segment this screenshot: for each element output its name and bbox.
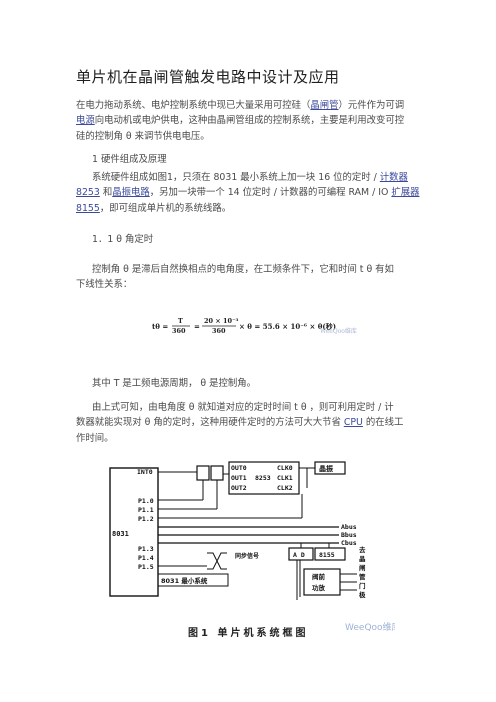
sync-label: 同步信号 xyxy=(235,552,259,560)
port-p1-2: P1.2 xyxy=(138,515,154,523)
or-gate-1 xyxy=(196,465,210,481)
control-line-2: 下线性关系： xyxy=(76,279,133,291)
min-system-frame xyxy=(157,573,229,587)
out1-label: OUT1 xyxy=(231,474,247,482)
section-heading-1: 1 硬件组成及原理 xyxy=(92,154,167,165)
hardware-line-3: 8155，即可组成单片机的系统线路。 xyxy=(76,202,232,214)
chip-8155-block xyxy=(314,547,346,561)
article-title: 单片机在晶闸管触发电路中设计及应用 xyxy=(76,68,340,86)
port-p1-4: P1.4 xyxy=(138,554,154,562)
sync-waveform-icon xyxy=(207,552,227,570)
diagram-watermark: WeeQoo维库 xyxy=(345,621,395,633)
where-line: 其中 T 是工频电源周期， θ 是控制角。 xyxy=(92,378,257,389)
control-line-1: 控制角 θ 是滞后自然换相点的电角度，在工频条件下，它和时间 t θ 有如 xyxy=(92,264,394,275)
hardware-line-1: 系统硬件组成如图1，只须在 8031 最小系统上加一块 16 位的定时 / 计数… xyxy=(92,172,408,183)
output-label-char-3: 闸 xyxy=(359,563,366,572)
bbus-label: Bbus xyxy=(341,531,357,539)
link-expander[interactable]: 扩展器 xyxy=(391,187,420,199)
amp-label-1: 阀前 xyxy=(312,572,326,581)
formula-frac1-num: T xyxy=(178,317,183,325)
out2-label: OUT2 xyxy=(231,484,247,492)
formula-frac1-den: 360 xyxy=(172,327,186,335)
ad-label: A D xyxy=(293,551,305,559)
formula-frac2-num: 20 × 10⁻³ xyxy=(204,317,238,325)
link-cpu[interactable]: CPU xyxy=(343,417,363,429)
intro-line-1: 在电力拖动系统、电炉控制系统中现已大量采用可控硅（晶闸管）元件作为可调 xyxy=(76,100,405,111)
output-label-char-4: 管 xyxy=(359,572,366,581)
port-p1-3: P1.3 xyxy=(138,545,154,553)
formula-equals: = xyxy=(194,322,200,331)
formula-watermark: WeeQoo维库 xyxy=(320,327,357,335)
output-label-char-5: 门 xyxy=(359,581,366,590)
conclusion-paragraph: 由上式可知，由电角度 θ 就知道对应的定时时间 t θ ，则可利用定时 / 计 … xyxy=(76,400,424,446)
output-label-group: 去 晶 闸 管 门 极 xyxy=(359,545,366,599)
conclusion-line-2: 数器就能实现对 θ 角的定时，这种用硬件定时的方法可大大节省 CPU 的在线工 xyxy=(76,417,404,429)
timing-formula: tθ = T 360 = 20 × 10⁻³ 360 × θ = 55.6 × … xyxy=(152,317,362,335)
section-heading-1-1: 1．1 θ 角定时 xyxy=(92,234,154,245)
chip-8155-label: 8155 xyxy=(319,551,335,559)
hardware-paragraph: 系统硬件组成如图1，只须在 8031 最小系统上加一块 16 位的定时 / 计数… xyxy=(76,170,424,216)
port-p1-0: P1.0 xyxy=(138,497,154,505)
control-angle-paragraph: 控制角 θ 是滞后自然换相点的电角度，在工频条件下，它和时间 t θ 有如 下线… xyxy=(76,262,424,293)
clk0-label: CLK0 xyxy=(277,464,293,472)
system-block-diagram: 8031 INT0 P1.0 P1.1 P1.2 P1.3 P1.4 P1.5 … xyxy=(107,458,401,638)
amp-label-2: 功放 xyxy=(312,583,326,592)
intro-line-3: 硅的控制角 θ 来调节供电电压。 xyxy=(76,130,210,142)
intro-paragraph: 在电力拖动系统、电炉控制系统中现已大量采用可控硅（晶闸管）元件作为可调 电源向电… xyxy=(76,98,424,144)
link-thyristor[interactable]: 晶闸管 xyxy=(310,100,339,111)
conclusion-line-1: 由上式可知，由电角度 θ 就知道对应的定时时间 t θ ，则可利用定时 / 计 xyxy=(92,402,394,413)
conclusion-line-3: 作时间。 xyxy=(76,432,114,444)
int0-label: INT0 xyxy=(137,468,153,476)
output-label-char-2: 晶 xyxy=(359,554,366,563)
or-gate-2 xyxy=(210,465,224,481)
link-power-supply[interactable]: 电源 xyxy=(76,115,95,127)
figure-caption: 图1 单片机系统框图 xyxy=(188,628,309,639)
cpu-8031-block xyxy=(109,467,159,597)
clk2-label: CLK2 xyxy=(277,484,293,492)
chip-8253-label: 8253 xyxy=(255,474,271,482)
port-p1-5: P1.5 xyxy=(138,563,154,571)
link-counter[interactable]: 计数器 xyxy=(379,172,408,183)
clk1-label: CLK1 xyxy=(277,474,293,482)
link-8155[interactable]: 8155 xyxy=(76,202,100,214)
formula-rhs: × θ = 55.6 × 10⁻⁶ × θ(秒) xyxy=(239,322,336,331)
formula-graphic: tθ = T 360 = 20 × 10⁻³ 360 × θ = 55.6 × … xyxy=(152,317,357,335)
link-8253[interactable]: 8253 xyxy=(76,187,100,199)
output-label-char-6: 极 xyxy=(359,590,366,599)
formula-lhs: tθ = xyxy=(152,322,168,331)
chip-8253-block xyxy=(228,461,300,495)
formula-frac2-den: 360 xyxy=(212,327,226,335)
hardware-line-2: 8253 和晶振电路，另加一块带一个 14 位定时 / 计数器的可编程 RAM … xyxy=(76,187,420,199)
cbus-label: Cbus xyxy=(341,539,357,547)
link-crystal-circuit[interactable]: 晶振电路 xyxy=(112,187,150,199)
output-label-char-1: 去 xyxy=(359,545,366,554)
intro-line-2: 电源向电动机或电炉供电，这种由晶闸管组成的控制系统，主要是利用改变可控 xyxy=(76,115,405,127)
cpu-label: 8031 xyxy=(112,530,129,538)
abus-label: Abus xyxy=(341,523,357,531)
block-diagram-svg: 8031 INT0 P1.0 P1.1 P1.2 P1.3 P1.4 P1.5 … xyxy=(109,461,401,633)
out0-label: OUT0 xyxy=(231,464,247,472)
port-p1-1: P1.1 xyxy=(138,506,154,514)
crystal-label: 晶振 xyxy=(319,464,333,473)
min-system-label: 8031 最小系统 xyxy=(161,576,208,585)
